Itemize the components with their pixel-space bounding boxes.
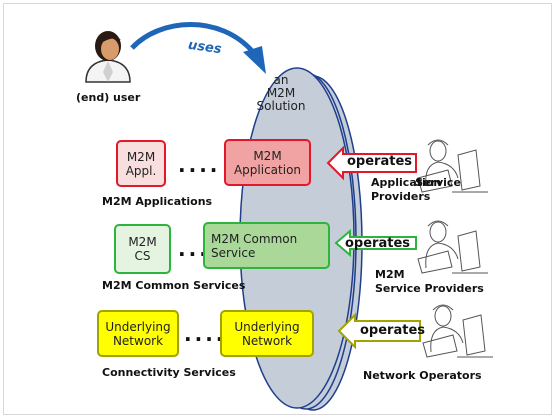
solution-title: an M2M Solution bbox=[241, 74, 321, 113]
application-provider-person-icon bbox=[417, 139, 488, 193]
underlying-network-right-box: Underlying Network bbox=[220, 310, 314, 357]
m2m-cs-line2: CS bbox=[134, 249, 151, 263]
solution-title-line2: M2M bbox=[266, 86, 296, 100]
m2m-appl-line1: M2M bbox=[126, 149, 156, 164]
underlying-network-left-line1: Underlying bbox=[105, 319, 171, 334]
underlying-network-right-line1: Underlying bbox=[234, 319, 300, 334]
applications-dots: .... bbox=[178, 153, 221, 177]
m2m-common-services-caption: M2M Common Services bbox=[102, 279, 246, 292]
service-provider-person-icon bbox=[417, 220, 488, 274]
operates-arrow-common-services bbox=[334, 228, 417, 258]
application-providers-word2: Service bbox=[415, 176, 461, 189]
operates-label-common-services: operates bbox=[345, 236, 411, 251]
solution-title-line1: an bbox=[273, 73, 289, 87]
m2m-application-line1: M2M bbox=[253, 148, 282, 163]
m2m-common-service-box: M2M Common Service bbox=[203, 222, 330, 269]
network-dots: .... bbox=[184, 322, 227, 346]
operates-label-network: operates bbox=[360, 323, 426, 338]
application-providers-word1: Application bbox=[371, 176, 442, 189]
underlying-network-left-box: Underlying Network bbox=[97, 310, 179, 357]
underlying-network-right-line2: Network bbox=[241, 333, 293, 348]
uses-arrow bbox=[130, 22, 255, 54]
m2m-common-service-line2: Service bbox=[211, 245, 256, 260]
m2m-appl-line2: Appl. bbox=[125, 163, 157, 178]
connectivity-services-caption: Connectivity Services bbox=[102, 366, 236, 379]
end-user-label: (end) user bbox=[76, 91, 141, 104]
m2m-cs-box: M2M CS bbox=[114, 224, 171, 274]
m2m-service-providers-line2: Service Providers bbox=[375, 282, 484, 295]
operates-arrow-network bbox=[337, 312, 421, 350]
m2m-common-service-line1: M2M Common bbox=[211, 231, 298, 246]
m2m-cs-line1: M2M bbox=[128, 235, 157, 249]
application-providers-word3: Providers bbox=[371, 190, 431, 203]
end-user-icon bbox=[85, 31, 131, 83]
network-operators-label: Network Operators bbox=[363, 369, 482, 382]
m2m-application-box: M2M Application bbox=[224, 139, 311, 186]
network-operator-person-icon bbox=[422, 304, 493, 358]
operates-arrow-applications bbox=[326, 145, 417, 181]
m2m-application-line2: Application bbox=[233, 162, 302, 177]
application-providers-label: ApplicationService Providers bbox=[371, 176, 461, 204]
uses-arrowhead bbox=[243, 46, 266, 74]
m2m-applications-caption: M2M Applications bbox=[102, 195, 213, 208]
m2m-appl-box: M2M Appl. bbox=[116, 140, 166, 187]
underlying-network-left-line2: Network bbox=[112, 333, 164, 348]
operates-label-applications: operates bbox=[347, 154, 413, 169]
m2m-service-providers-label: M2M Service Providers bbox=[375, 268, 484, 296]
m2m-service-providers-line1: M2M bbox=[375, 268, 405, 281]
solution-title-line3: Solution bbox=[256, 99, 306, 113]
